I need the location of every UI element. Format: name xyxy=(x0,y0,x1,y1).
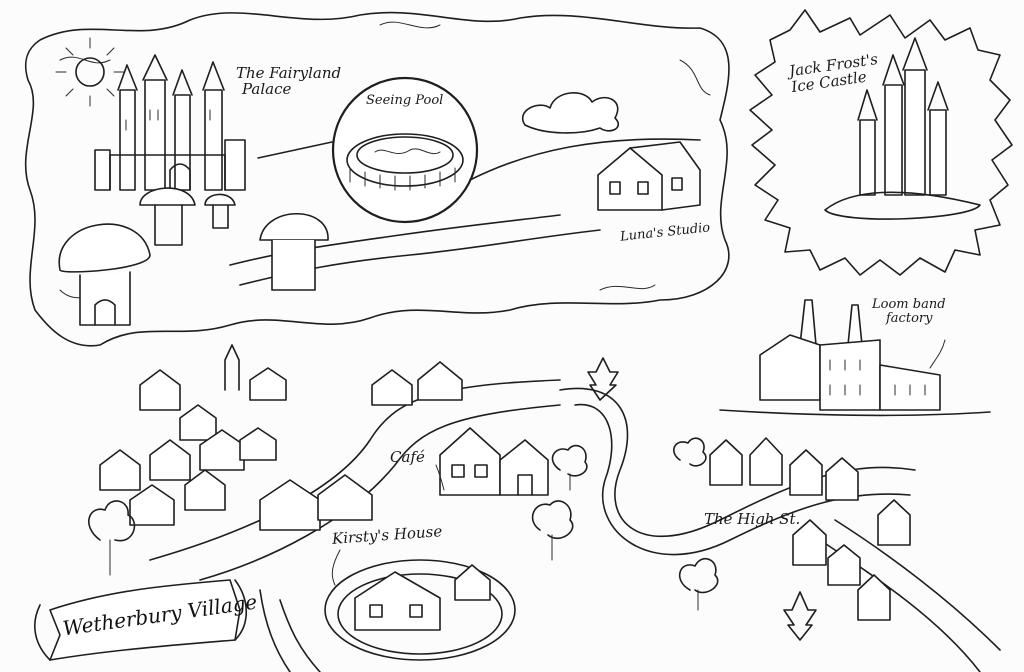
label-the-high-st: The High St. xyxy=(704,510,801,528)
label-cafe: Café xyxy=(390,448,425,466)
cafe-building-icon xyxy=(439,427,549,496)
pool-icon xyxy=(331,76,479,224)
label-fairyland-palace-line1: The Fairyland xyxy=(236,64,342,82)
label-loom-band-factory: Loom band factory xyxy=(872,298,946,325)
main-road-inner xyxy=(199,404,561,581)
high-street-road-2 xyxy=(834,519,1001,651)
label-seeing-pool: Seeing Pool xyxy=(366,93,444,108)
cloud-icon xyxy=(521,92,620,134)
east-road-inner xyxy=(574,403,911,556)
ice-castle-frame xyxy=(749,9,1013,276)
banner-icon xyxy=(34,579,247,661)
high-street-houses xyxy=(709,437,911,621)
label-fairyland-palace: The Fairyland Palace xyxy=(236,64,342,98)
village-houses xyxy=(99,344,463,531)
mushroom-house-icon xyxy=(58,187,329,326)
south-road-1 xyxy=(279,599,321,672)
tree-icon xyxy=(88,357,817,641)
kirsty-pointer xyxy=(331,549,341,586)
label-fairyland-palace-line2: Palace xyxy=(242,79,292,98)
ice-castle-icon xyxy=(824,37,981,220)
south-road-2 xyxy=(259,589,291,672)
castle-icon xyxy=(94,54,246,191)
hill-line xyxy=(469,138,701,181)
pool-connector-line xyxy=(257,141,333,159)
sun-icon xyxy=(55,37,125,107)
label-loom-band-factory-line2: factory xyxy=(886,310,933,326)
fairyland-border xyxy=(24,11,730,347)
label-loom-band-factory-line1: Loom band xyxy=(872,297,946,312)
factory-pointer xyxy=(929,339,946,369)
factory-icon xyxy=(719,299,991,417)
cafe-pointer xyxy=(435,464,445,491)
kirstys-house-icon xyxy=(324,559,516,661)
lunas-studio-house-icon xyxy=(597,141,701,211)
